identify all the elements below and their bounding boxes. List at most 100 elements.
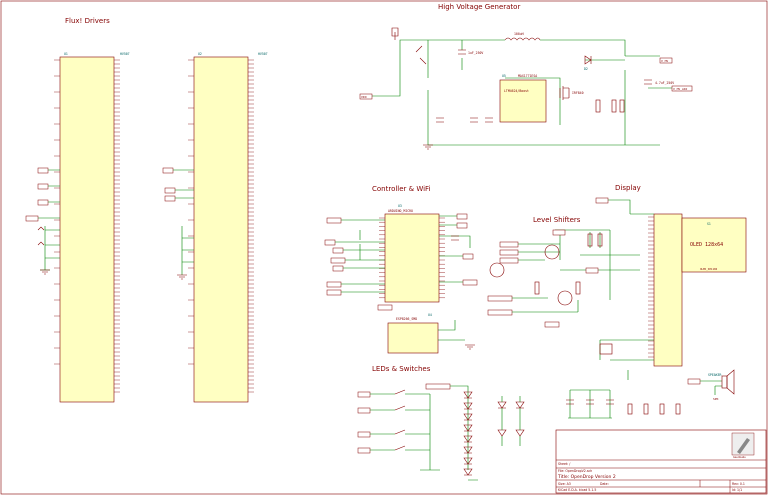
display-connector-body bbox=[653, 213, 683, 367]
speaker: SPEAKER SPK bbox=[687, 369, 735, 401]
led-symbol bbox=[463, 446, 473, 454]
controller-u4-body bbox=[387, 322, 439, 354]
inductor-value: 100uH bbox=[514, 32, 524, 36]
hv-wires bbox=[372, 39, 672, 146]
hv-ic-ref: U5 bbox=[502, 74, 506, 78]
controller-u3-ref: U3 bbox=[398, 204, 402, 208]
global-label bbox=[585, 267, 599, 274]
global-label bbox=[37, 167, 49, 174]
level-shifters bbox=[487, 229, 640, 328]
hv-generator: VIN 100uH 1uF_250V U5 MAX1771ESA LTM4624… bbox=[359, 27, 693, 150]
speaker-wires bbox=[700, 380, 722, 395]
diode-symbol bbox=[584, 55, 592, 65]
leds-switches bbox=[357, 383, 525, 481]
global-label bbox=[544, 321, 560, 328]
capacitor-symbol bbox=[644, 79, 652, 85]
global-label bbox=[499, 241, 519, 248]
switch-symbol bbox=[415, 45, 427, 65]
global-label bbox=[687, 378, 701, 385]
global-label bbox=[330, 257, 346, 264]
capacitor-block bbox=[599, 343, 613, 355]
resistor-symbol bbox=[675, 403, 681, 415]
driver-u1-body bbox=[59, 56, 115, 403]
global-label bbox=[37, 183, 49, 190]
resistor-symbol bbox=[597, 233, 603, 247]
title-block-file: File: OpenDropV2.sch bbox=[558, 469, 592, 473]
section-title-flux-drivers: Flux! Drivers bbox=[65, 17, 110, 25]
global-label bbox=[499, 257, 519, 264]
global-label bbox=[552, 229, 566, 236]
driver-u2: U2 HV507 bbox=[188, 52, 268, 403]
passive-symbols bbox=[451, 235, 475, 350]
resistor-symbol bbox=[643, 403, 649, 415]
led-symbol bbox=[463, 468, 473, 476]
global-label bbox=[162, 167, 174, 174]
driver-u2-input-wires bbox=[173, 169, 194, 275]
title-block-grid bbox=[556, 459, 766, 493]
driver-u1-ref: U1 bbox=[64, 52, 68, 56]
global-label bbox=[595, 197, 609, 204]
speaker-coil bbox=[721, 375, 728, 389]
title-block-id: Id: 1/1 bbox=[732, 488, 742, 492]
logo-pipette-icon bbox=[737, 438, 750, 454]
hv-diode: D2 bbox=[584, 67, 588, 71]
level-shifter-wires bbox=[512, 229, 640, 313]
speaker-ref: SPEAKER bbox=[708, 373, 722, 377]
controller-wires bbox=[335, 215, 471, 341]
global-label bbox=[456, 222, 468, 229]
resistor-symbol bbox=[534, 281, 540, 295]
title-block: Sheet: / File: OpenDropV2.sch Title: Ope… bbox=[555, 429, 767, 494]
led-symbol bbox=[463, 424, 473, 432]
transistor-symbol bbox=[544, 244, 560, 260]
led-symbol bbox=[463, 457, 473, 465]
global-label bbox=[332, 247, 344, 254]
speaker-cone-icon bbox=[726, 369, 735, 395]
led-wires bbox=[501, 396, 521, 446]
global-label bbox=[164, 195, 176, 202]
led-symbol bbox=[463, 435, 473, 443]
controller-u4-ref: U4 bbox=[428, 313, 432, 317]
global-label bbox=[462, 253, 474, 260]
controller-u3-part: ARDUINO_MICRO bbox=[388, 209, 413, 213]
resistor-symbol bbox=[595, 99, 601, 113]
connector-symbol bbox=[391, 27, 399, 40]
global-label-vhv bbox=[659, 57, 673, 64]
controller-u3-body bbox=[384, 213, 440, 303]
global-label bbox=[357, 447, 371, 454]
global-label bbox=[357, 407, 371, 414]
driver-u2-body bbox=[193, 56, 249, 403]
hv-mosfet: IRF840 bbox=[572, 91, 584, 95]
switch-wires bbox=[370, 393, 440, 471]
section-title-controller: Controller & WiFi bbox=[372, 185, 431, 193]
global-label bbox=[326, 289, 342, 296]
global-label bbox=[425, 383, 451, 390]
logo-caption: GaudiLabs bbox=[733, 456, 746, 459]
resistor-symbol bbox=[611, 99, 617, 113]
gnd-symbol bbox=[177, 274, 187, 280]
title-block-size: Size: A3 bbox=[558, 482, 571, 486]
resistor-symbol bbox=[619, 99, 625, 113]
controller-u3: U3 ARDUINO_MICRO bbox=[379, 204, 445, 303]
controller-u4-part: ESP8266_SMD bbox=[396, 317, 417, 321]
net-vhv-adj: V_HV_ADJ bbox=[673, 87, 688, 91]
display-module: S1 OLED 128x64 OLED_SH1106 bbox=[595, 197, 747, 380]
global-label bbox=[487, 295, 513, 302]
switch-symbol bbox=[394, 389, 406, 451]
global-label bbox=[357, 391, 371, 398]
inductor-symbol bbox=[504, 37, 541, 41]
global-label bbox=[324, 239, 336, 246]
display-name: OLED 128x64 bbox=[690, 242, 723, 248]
driver-u2-part: HV507 bbox=[258, 52, 268, 56]
transistor-symbol bbox=[489, 262, 505, 278]
led-chain-wire bbox=[450, 385, 478, 481]
led-symbol bbox=[463, 402, 473, 410]
global-label bbox=[25, 215, 39, 222]
decoupling-caps bbox=[566, 389, 681, 419]
power-symbol bbox=[37, 226, 45, 246]
hv-cap-top: 1uF_250V bbox=[468, 51, 483, 55]
capacitor-symbol bbox=[436, 117, 493, 123]
title-block-frame bbox=[555, 429, 767, 494]
driver-u1-inputs bbox=[25, 167, 60, 275]
